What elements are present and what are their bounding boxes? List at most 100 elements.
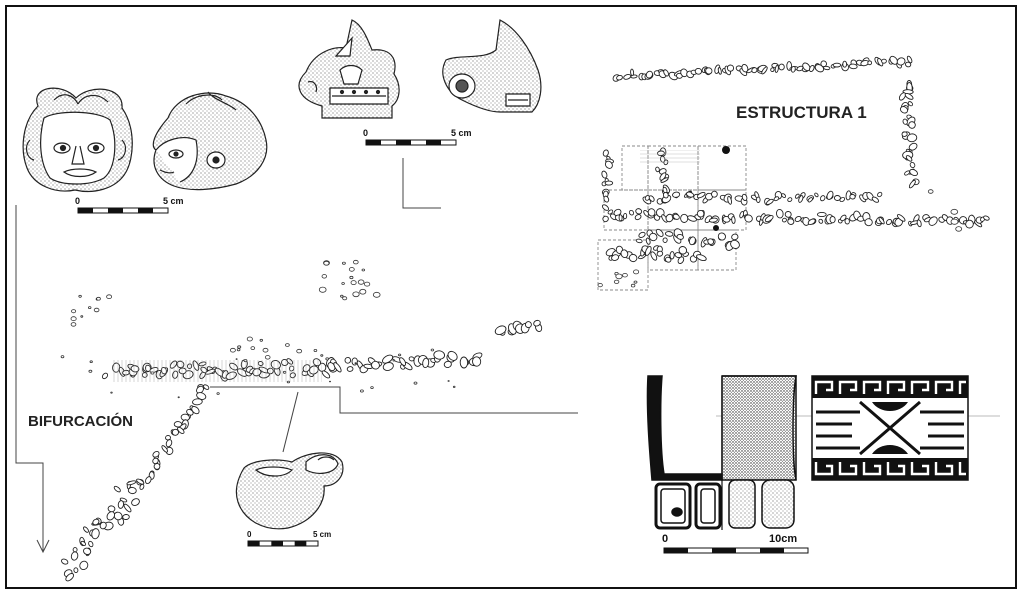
figure-frame	[5, 5, 1017, 589]
stone	[136, 478, 145, 485]
stone	[635, 208, 643, 215]
stone	[70, 322, 77, 327]
stone	[96, 296, 101, 301]
scale-end-label: 5 cm	[451, 128, 472, 138]
stone	[628, 209, 635, 216]
stone	[601, 170, 608, 179]
stone	[904, 92, 914, 100]
stone	[648, 232, 658, 242]
stone	[664, 231, 674, 237]
scale-end-label: 5 cm	[313, 530, 332, 539]
stone	[809, 64, 815, 73]
stone	[840, 214, 847, 222]
stone	[165, 439, 173, 448]
stone	[161, 445, 168, 453]
stone	[341, 261, 346, 265]
stone	[708, 217, 718, 223]
excavation-hatching	[112, 150, 700, 382]
scale-bar	[77, 207, 169, 214]
stone	[139, 483, 145, 490]
stone	[342, 296, 348, 301]
stone	[660, 177, 669, 183]
stone	[110, 391, 113, 394]
stone	[764, 215, 774, 223]
stone	[259, 338, 263, 342]
stone	[122, 514, 130, 520]
mask-face-profile-icon	[152, 91, 268, 191]
stone	[351, 357, 358, 366]
stone	[152, 457, 159, 465]
stone	[896, 57, 906, 66]
stone	[127, 486, 137, 495]
stone	[705, 67, 713, 75]
stone	[196, 385, 204, 394]
stone	[726, 64, 735, 72]
stone	[849, 193, 856, 200]
stone	[602, 149, 609, 157]
stone	[829, 215, 836, 224]
stone	[659, 172, 667, 181]
stone	[899, 106, 909, 114]
stone	[778, 63, 785, 71]
stone	[262, 347, 269, 353]
stone	[696, 209, 705, 218]
stone	[323, 260, 330, 266]
stone	[152, 451, 160, 458]
stone	[688, 236, 696, 246]
stone	[781, 217, 787, 223]
stone	[848, 63, 858, 70]
stone	[80, 540, 87, 546]
stone	[320, 354, 324, 357]
stone	[645, 237, 651, 245]
stone	[79, 560, 89, 571]
stone	[927, 189, 934, 194]
stone	[472, 356, 482, 367]
stone	[91, 528, 100, 540]
stone	[524, 321, 532, 329]
stone	[816, 211, 827, 218]
excavation-unit	[697, 229, 737, 271]
stone	[909, 161, 916, 169]
stone	[78, 294, 82, 298]
stone	[613, 279, 620, 284]
stone	[787, 197, 793, 202]
scale-bar	[247, 540, 319, 547]
stone	[422, 357, 430, 369]
stone	[950, 208, 959, 215]
stone	[433, 350, 446, 360]
stone	[896, 214, 906, 222]
stone	[88, 540, 94, 548]
scale-zero-label: 0	[75, 196, 81, 206]
stone	[645, 70, 653, 79]
excavation-unit	[597, 239, 649, 291]
stone	[819, 195, 826, 202]
stone	[92, 518, 100, 526]
mask-face-frontal-icon	[22, 87, 133, 193]
stone	[677, 256, 685, 264]
stone	[628, 253, 638, 263]
stone	[751, 67, 758, 74]
stone	[774, 64, 779, 73]
stone	[680, 68, 688, 78]
stone	[662, 237, 668, 243]
stone	[633, 280, 638, 284]
stone	[832, 62, 842, 68]
post-hole	[713, 225, 719, 231]
stone	[361, 268, 365, 272]
stone	[885, 218, 893, 226]
stone	[597, 282, 603, 288]
stone	[928, 216, 938, 226]
stone	[80, 315, 84, 318]
tripod-cylinder-profile-icon	[646, 375, 797, 530]
stone	[615, 273, 623, 280]
stone	[602, 215, 609, 223]
scale-zero-label: 0	[662, 533, 669, 545]
stone	[665, 256, 672, 263]
stone	[494, 325, 507, 335]
stone	[794, 215, 802, 223]
scale-bar	[663, 547, 809, 554]
stone	[635, 238, 643, 244]
stone	[650, 251, 658, 261]
stone	[787, 218, 795, 225]
stone	[672, 213, 680, 220]
